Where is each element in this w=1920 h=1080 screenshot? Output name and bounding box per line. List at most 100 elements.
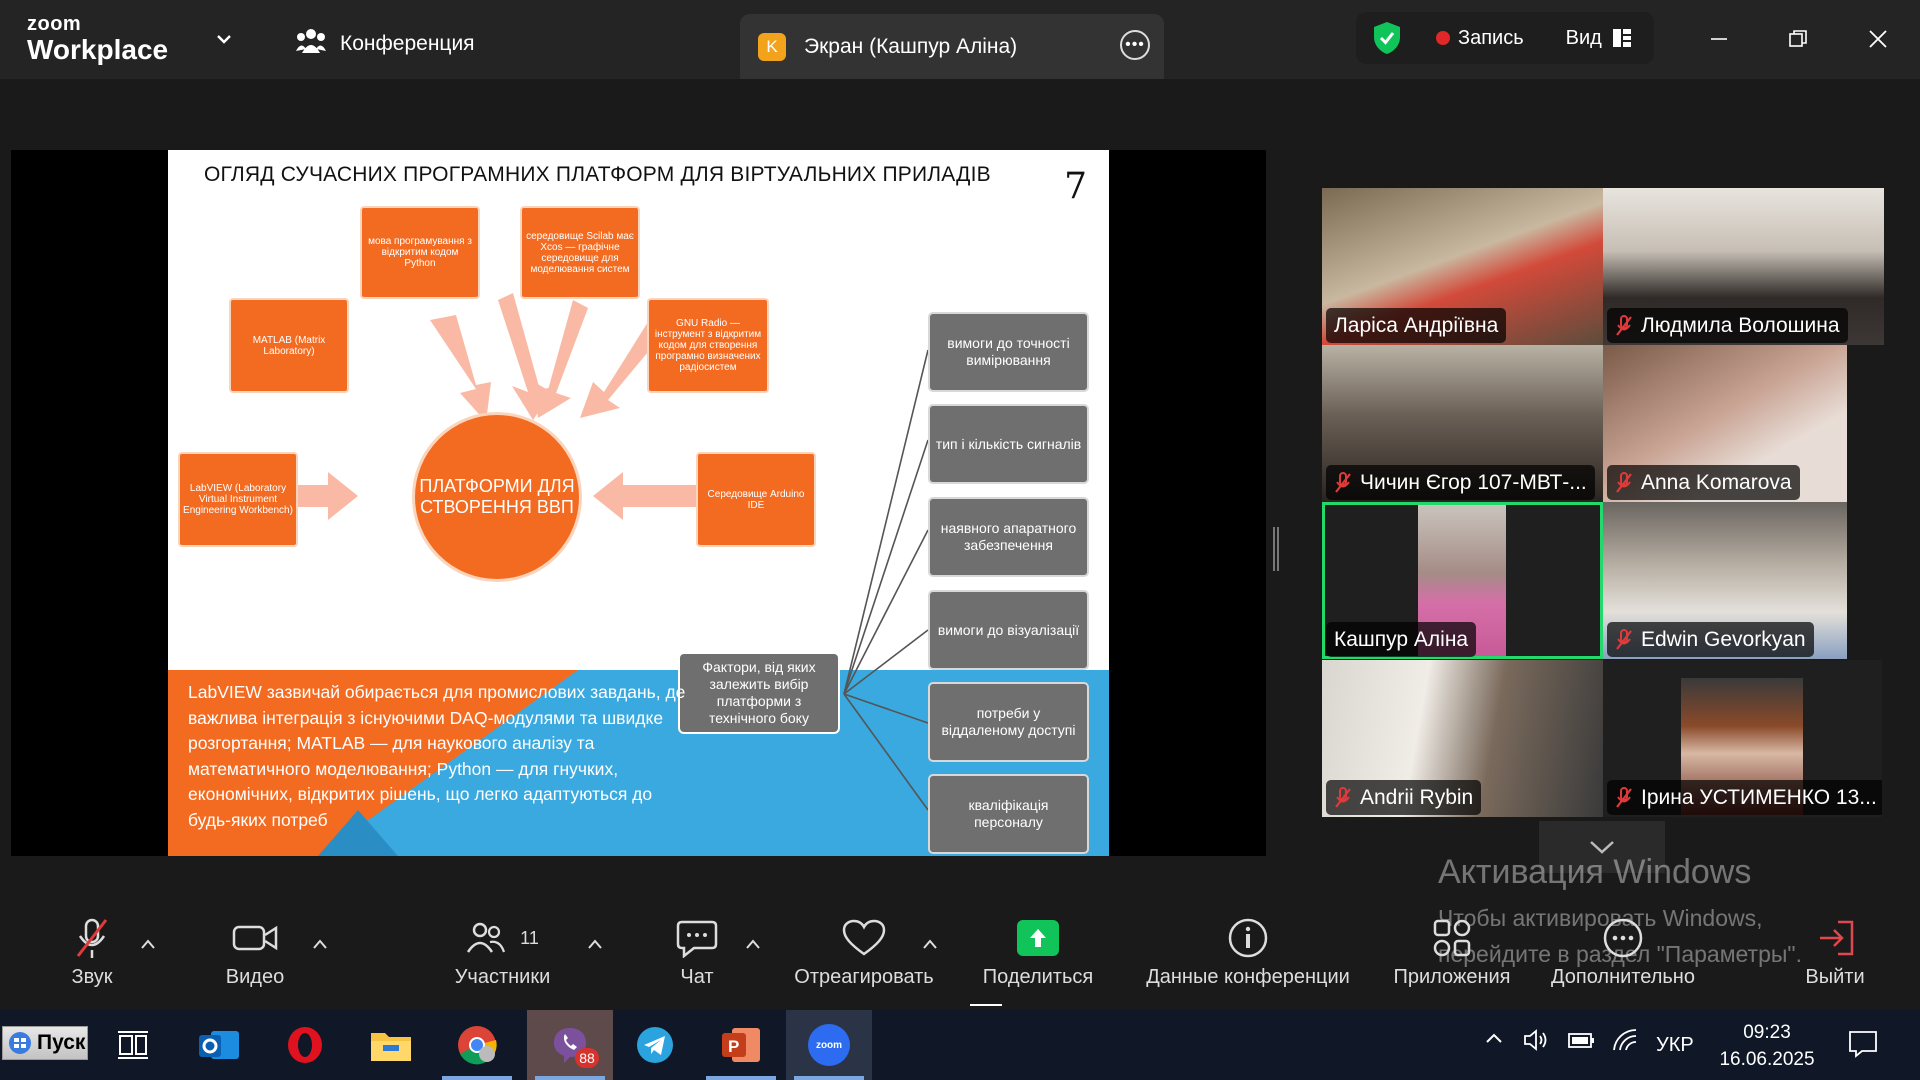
participant-name: Людмила Волошина (1607, 308, 1848, 343)
recording-status-group: Запись Вид (1356, 12, 1654, 64)
participant-tile[interactable]: Edwin Gevorkyan (1603, 502, 1847, 659)
platform-gnuradio-box: GNU Radio — інструмент з відкритим кодом… (647, 298, 769, 393)
chevron-up-icon[interactable] (140, 938, 156, 950)
recording-dot-icon (1436, 31, 1450, 45)
factors-title-box: Фактори, від яких залежить вибір платфор… (678, 652, 840, 734)
share-screen-button[interactable]: Поделиться (978, 910, 1098, 989)
windows-logo-icon (9, 1032, 31, 1054)
factor-box: вимоги до точності вимірювання (928, 312, 1089, 392)
share-label: Поделиться (982, 966, 1094, 988)
opera-icon (288, 1027, 322, 1063)
close-window-button[interactable] (1861, 22, 1895, 56)
taskbar-powerpoint[interactable]: P (698, 1010, 784, 1080)
windows-activation-title: Активация Windows (1438, 853, 1752, 891)
mic-muted-icon (1616, 786, 1632, 808)
input-language-indicator[interactable]: УКР (1656, 1034, 1694, 1056)
participant-name: Andrii Rybin (1326, 780, 1482, 815)
clock-date: 16.06.2025 (1719, 1049, 1815, 1070)
panel-resize-handle[interactable] (1273, 527, 1279, 571)
taskbar-chrome[interactable] (434, 1010, 520, 1080)
minimize-button[interactable] (1702, 22, 1736, 56)
participant-tile[interactable]: Ларіса Андріївна (1322, 188, 1603, 345)
taskbar-file-explorer[interactable] (348, 1010, 434, 1080)
mic-muted-icon (76, 918, 108, 958)
tab-conference[interactable]: Конференция (296, 24, 475, 64)
platform-labview-box: LabVIEW (Laboratory Virtual Instrument E… (178, 452, 298, 547)
chevron-up-icon[interactable] (587, 938, 603, 950)
restore-button[interactable] (1781, 22, 1815, 56)
tab-screen-label: Экран (Кашпур Аліна) (804, 34, 1018, 58)
participant-tile[interactable]: Людмила Волошина (1603, 188, 1884, 345)
shared-screen-area[interactable]: ОГЛЯД СУЧАСНИХ ПРОГРАМНИХ ПЛАТФОРМ ДЛЯ В… (11, 150, 1266, 856)
audio-label: Звук (71, 966, 113, 988)
recording-label[interactable]: Запись (1458, 26, 1524, 49)
participant-tile-active-speaker[interactable]: Кашпур Аліна (1322, 502, 1603, 659)
title-bar: zoom Workplace Конференция K Экран (Кашп… (0, 0, 1920, 79)
chrome-icon (458, 1026, 497, 1065)
security-shield-icon[interactable] (1372, 21, 1402, 55)
taskbar-opera[interactable] (262, 1010, 348, 1080)
taskbar-viber[interactable]: 88 (527, 1010, 613, 1080)
chevron-down-icon[interactable] (213, 28, 235, 50)
viber-notification-badge: 88 (575, 1048, 599, 1068)
chevron-up-icon[interactable] (312, 938, 328, 950)
mic-muted-icon (1335, 471, 1351, 493)
more-options-icon[interactable]: ••• (1120, 30, 1150, 60)
participant-name: Ларіса Андріївна (1326, 308, 1507, 343)
mic-muted-icon (1616, 628, 1632, 650)
task-view-button[interactable] (90, 1010, 176, 1080)
participant-tile[interactable]: Anna Komarova (1603, 345, 1847, 502)
more-label: Дополнительно (1551, 966, 1695, 988)
slide-number: 7 (1064, 166, 1087, 207)
battery-icon[interactable] (1567, 1028, 1597, 1058)
apps-button[interactable]: Приложения (1386, 910, 1518, 989)
participant-tile[interactable]: Чичин Єгор 107-МВТ-... (1322, 345, 1603, 502)
taskbar-zoom[interactable]: zoom (786, 1010, 872, 1080)
participant-tile[interactable]: Ірина УСТИМЕНКО 13... (1603, 660, 1882, 817)
slide-arrows-and-lines (253, 293, 929, 811)
participants-count: 11 (520, 927, 539, 948)
mic-muted-icon (1616, 471, 1632, 493)
windows-activation-text: Чтобы активировать Windows, перейдите в … (1438, 905, 1802, 967)
view-menu-button[interactable]: Вид (1565, 26, 1602, 49)
folder-icon (371, 1033, 411, 1061)
participant-name: Чичин Єгор 107-МВТ-... (1326, 465, 1595, 500)
mic-muted-icon (1335, 786, 1351, 808)
system-clock[interactable]: 09:23 16.06.2025 (1712, 1019, 1822, 1073)
react-button[interactable]: Отреагировать (788, 910, 940, 989)
meeting-info-label: Данные конференции (1146, 966, 1350, 988)
wifi-icon[interactable] (1612, 1028, 1640, 1058)
tray-show-hidden-icon[interactable] (1484, 1028, 1504, 1051)
more-button[interactable]: Дополнительно (1543, 910, 1703, 989)
tab-screen-share[interactable]: K Экран (Кашпур Аліна) ••• (740, 14, 1164, 79)
volume-icon[interactable] (1522, 1028, 1550, 1058)
heart-icon (842, 919, 886, 956)
grid-view-icon[interactable] (1612, 28, 1632, 48)
participant-tile[interactable]: Andrii Rybin (1322, 660, 1603, 817)
chevron-up-icon[interactable] (745, 938, 761, 950)
video-camera-icon (232, 925, 278, 951)
participant-name: Edwin Gevorkyan (1607, 622, 1814, 657)
participants-icon (467, 922, 506, 953)
notifications-icon[interactable] (1848, 1030, 1878, 1064)
chat-bubble-icon (676, 920, 718, 958)
leave-meeting-button[interactable]: Выйти (1800, 910, 1870, 989)
chevron-up-icon[interactable] (922, 938, 938, 950)
taskbar-outlook[interactable] (176, 1010, 262, 1080)
chat-button[interactable]: Чат (672, 910, 722, 989)
gallery-scroll-down-button[interactable] (1539, 821, 1665, 873)
participant-name: Кашпур Аліна (1326, 622, 1477, 657)
video-button[interactable]: Видео (220, 910, 290, 989)
participants-button[interactable]: 11 Участники (450, 910, 555, 989)
slide-conclusion-text: LabVIEW зазвичай обирається для промисло… (188, 682, 686, 830)
clock-time: 09:23 (1743, 1022, 1791, 1043)
chat-label: Чат (680, 966, 714, 988)
start-button[interactable]: Пуск (2, 1026, 88, 1060)
telegram-icon (637, 1027, 673, 1063)
platform-scilab-box: середовище Scilab має Xcos — графічне се… (520, 206, 640, 299)
meeting-info-button[interactable]: Данные конференции (1138, 910, 1358, 989)
slide-title: ОГЛЯД СУЧАСНИХ ПРОГРАМНИХ ПЛАТФОРМ ДЛЯ В… (204, 163, 991, 186)
outlook-icon (199, 1031, 239, 1059)
audio-button[interactable]: Звук (62, 910, 122, 989)
taskbar-telegram[interactable] (612, 1010, 698, 1080)
